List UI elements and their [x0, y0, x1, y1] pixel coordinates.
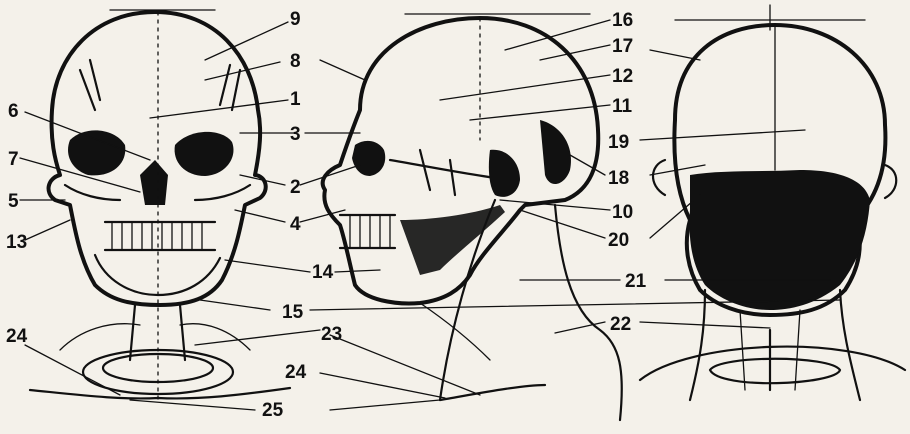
label-11: 11 [612, 96, 633, 117]
label-4: 4 [290, 214, 301, 235]
side-view-skull [323, 14, 622, 420]
label-22: 22 [610, 314, 631, 335]
label-12: 12 [612, 66, 633, 87]
label-24-left: 24 [6, 326, 28, 347]
label-1: 1 [290, 89, 301, 110]
label-8: 8 [290, 51, 301, 72]
label-23: 23 [321, 324, 342, 345]
label-24-center: 24 [285, 362, 307, 383]
label-20: 20 [608, 230, 629, 251]
label-6: 6 [8, 101, 19, 122]
label-18: 18 [608, 168, 629, 189]
label-5: 5 [8, 191, 19, 212]
label-19: 19 [608, 132, 629, 153]
label-10: 10 [612, 202, 633, 223]
label-9: 9 [290, 9, 301, 30]
label-3: 3 [290, 124, 301, 145]
label-14: 14 [312, 262, 334, 283]
back-view-skull [640, 5, 905, 400]
label-17: 17 [612, 36, 633, 57]
label-7: 7 [8, 149, 19, 170]
label-2: 2 [290, 177, 301, 198]
label-15: 15 [282, 302, 304, 323]
label-13: 13 [6, 232, 27, 253]
label-25: 25 [262, 400, 284, 421]
label-16: 16 [612, 10, 633, 31]
label-21: 21 [625, 271, 647, 292]
